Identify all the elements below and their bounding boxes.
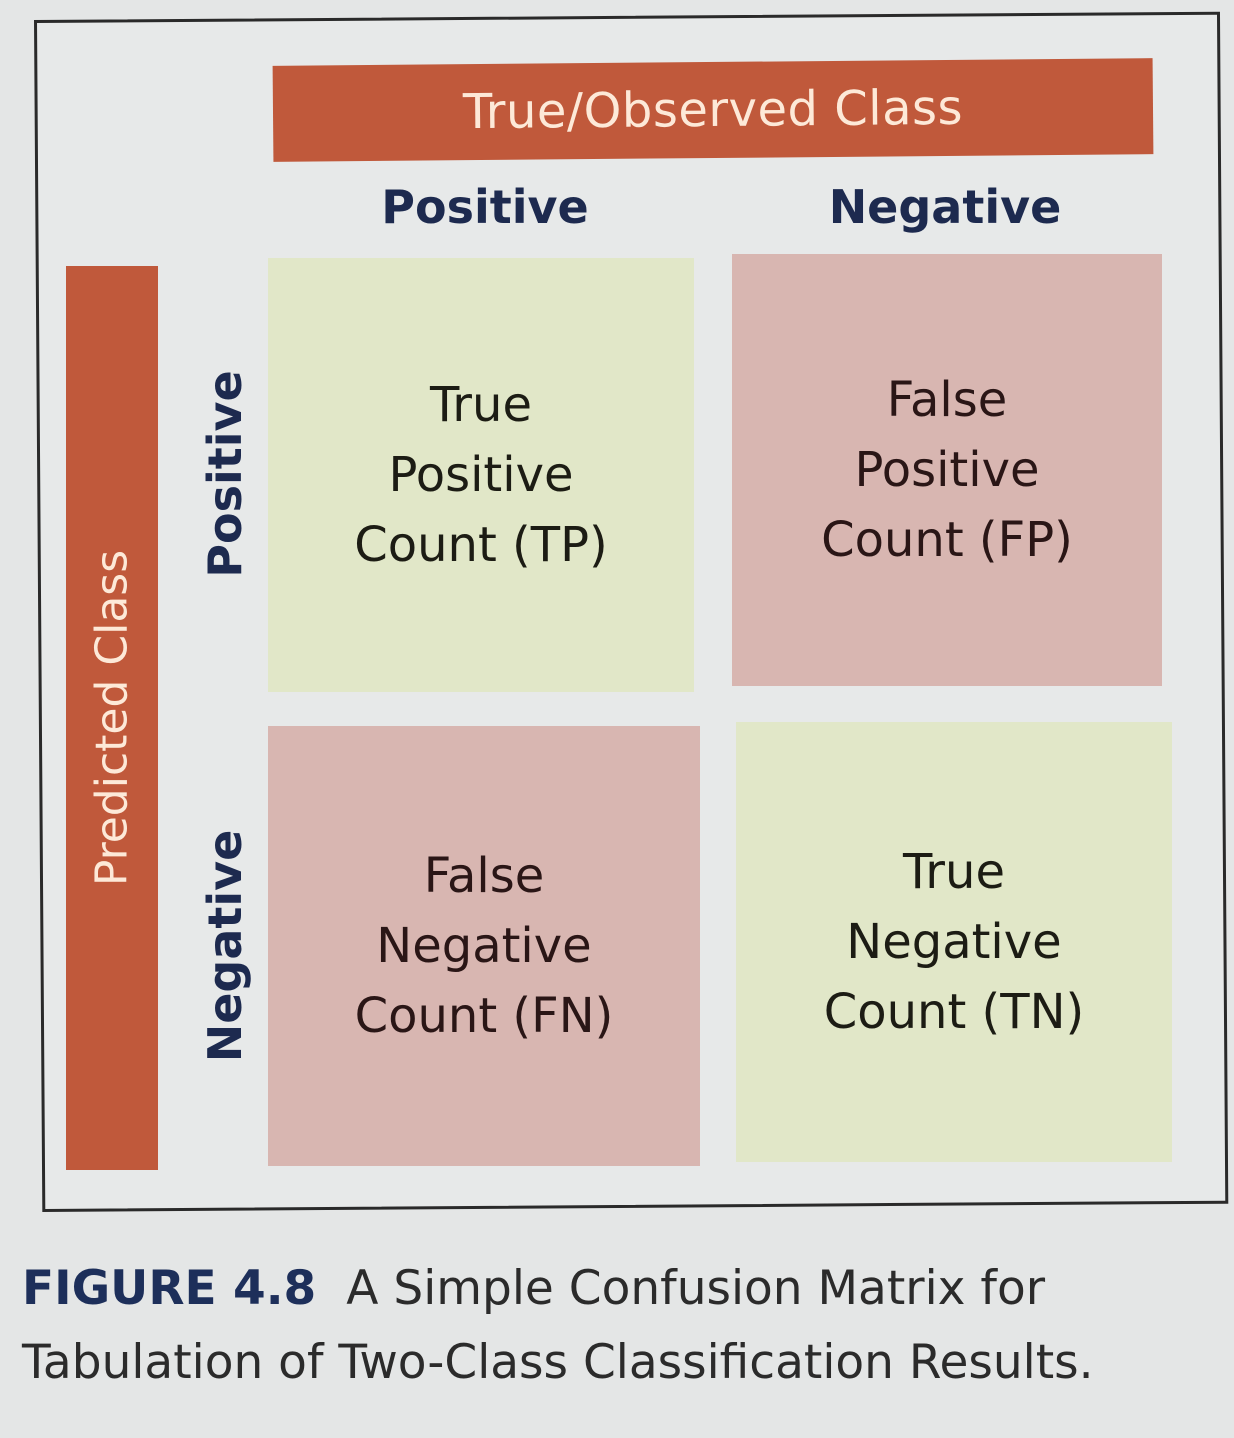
cell-false-positive: False Positive Count (FP) [732, 254, 1162, 686]
column-header-negative: Negative [828, 180, 1062, 234]
predicted-class-band: Predicted Class [66, 266, 158, 1170]
cell-line: Positive [854, 442, 1040, 498]
cell-line: Count (FP) [821, 512, 1073, 568]
cell-line: Count (FN) [354, 988, 614, 1044]
row-header-negative-label: Negative [198, 829, 252, 1063]
true-observed-class-label: True/Observed Class [462, 79, 964, 141]
cell-line: Count (TN) [823, 984, 1085, 1040]
cell-true-positive: True Positive Count (TP) [268, 258, 694, 692]
cell-line: Positive [388, 447, 574, 503]
cell-line: True [903, 844, 1005, 900]
column-header-positive: Positive [381, 180, 589, 234]
true-observed-class-band: True/Observed Class [272, 58, 1154, 162]
caption-text-line1: A Simple Confusion Matrix for [346, 1261, 1046, 1316]
cell-line: Negative [376, 918, 592, 974]
cell-line: False [423, 848, 545, 904]
cell-line: False [886, 372, 1008, 428]
cell-line: True [430, 377, 532, 433]
row-header-positive: Positive [180, 256, 270, 692]
row-header-positive-label: Positive [198, 370, 252, 578]
cell-line: Count (TP) [354, 517, 608, 573]
cell-true-negative: True Negative Count (TN) [736, 722, 1172, 1162]
cell-false-negative: False Negative Count (FN) [268, 726, 700, 1166]
predicted-class-label: Predicted Class [86, 549, 138, 887]
cell-line: Negative [846, 914, 1062, 970]
row-header-negative: Negative [180, 726, 270, 1166]
figure-number: FIGURE 4.8 [22, 1261, 317, 1316]
caption-text-line2: Tabulation of Two-Class Classification R… [22, 1335, 1094, 1390]
